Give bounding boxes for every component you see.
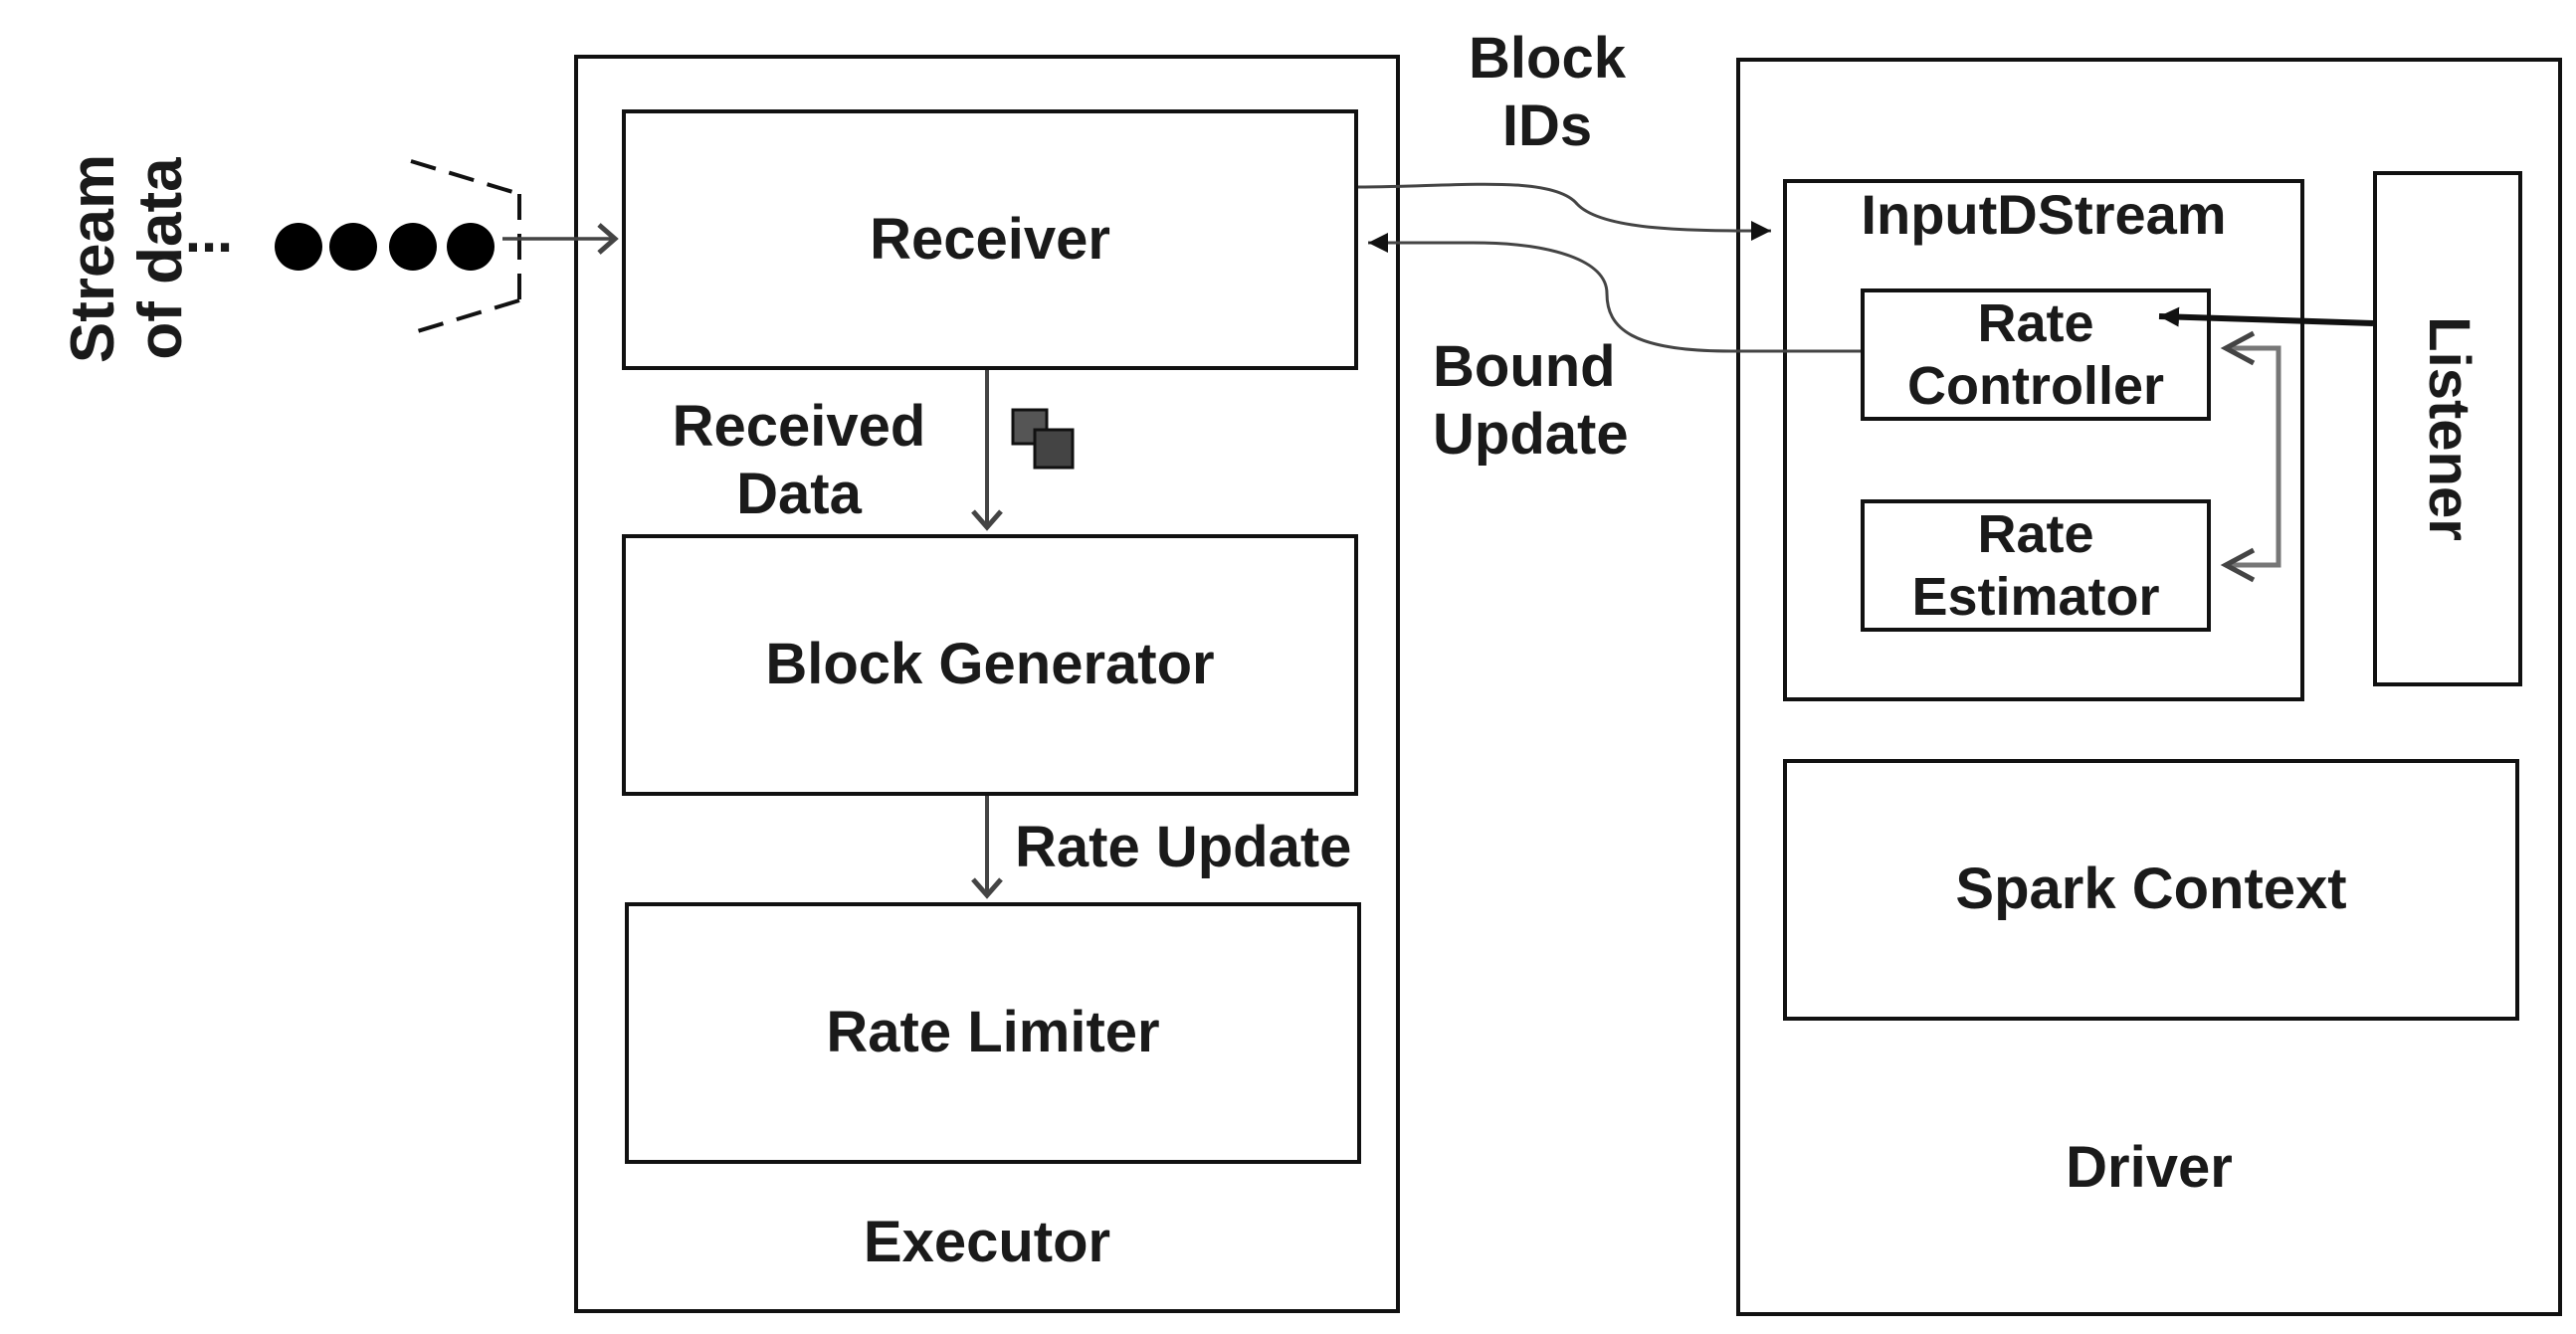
block-ids-label: Block IDs (1469, 26, 1626, 159)
rate-limiter-box: Rate Limiter (625, 902, 1361, 1164)
driver-title: Driver (2066, 1135, 2233, 1200)
spark-context-label: Spark Context (1955, 857, 2347, 922)
stream-funnel (410, 159, 521, 335)
stream-data-dots (275, 223, 495, 271)
rate-controller-label: Rate Controller (1906, 293, 2164, 416)
block-generator-box: Block Generator (622, 534, 1358, 796)
rate-estimator-label: Rate Estimator (1911, 504, 2160, 627)
rate-limiter-label: Rate Limiter (826, 1000, 1160, 1065)
received-data-label: Received Data (672, 394, 926, 527)
stream-dot (447, 223, 495, 271)
stream-of-data-label: Stream of data (59, 153, 196, 364)
receiver-box: Receiver (622, 109, 1358, 370)
receiver-label: Receiver (870, 206, 1110, 272)
rate-controller-box: Rate Controller (1861, 288, 2211, 421)
block-ids-arrow (1357, 182, 1772, 241)
listener-box (2373, 171, 2522, 686)
rate-estimator-box: Rate Estimator (1861, 499, 2211, 632)
stream-ellipsis: ... (184, 200, 234, 265)
listener-label: Listener (2417, 316, 2481, 541)
block-generator-label: Block Generator (765, 632, 1215, 697)
stream-dot (275, 223, 322, 271)
bound-update-label: Bound Update (1433, 334, 1629, 468)
spark-context-box: Spark Context (1783, 759, 2519, 1021)
stream-dot (329, 223, 377, 271)
executor-title: Executor (863, 1210, 1111, 1274)
input-dstream-label: InputDStream (1861, 183, 2227, 246)
rate-update-label: Rate Update (1015, 815, 1352, 879)
stream-dot (389, 223, 437, 271)
